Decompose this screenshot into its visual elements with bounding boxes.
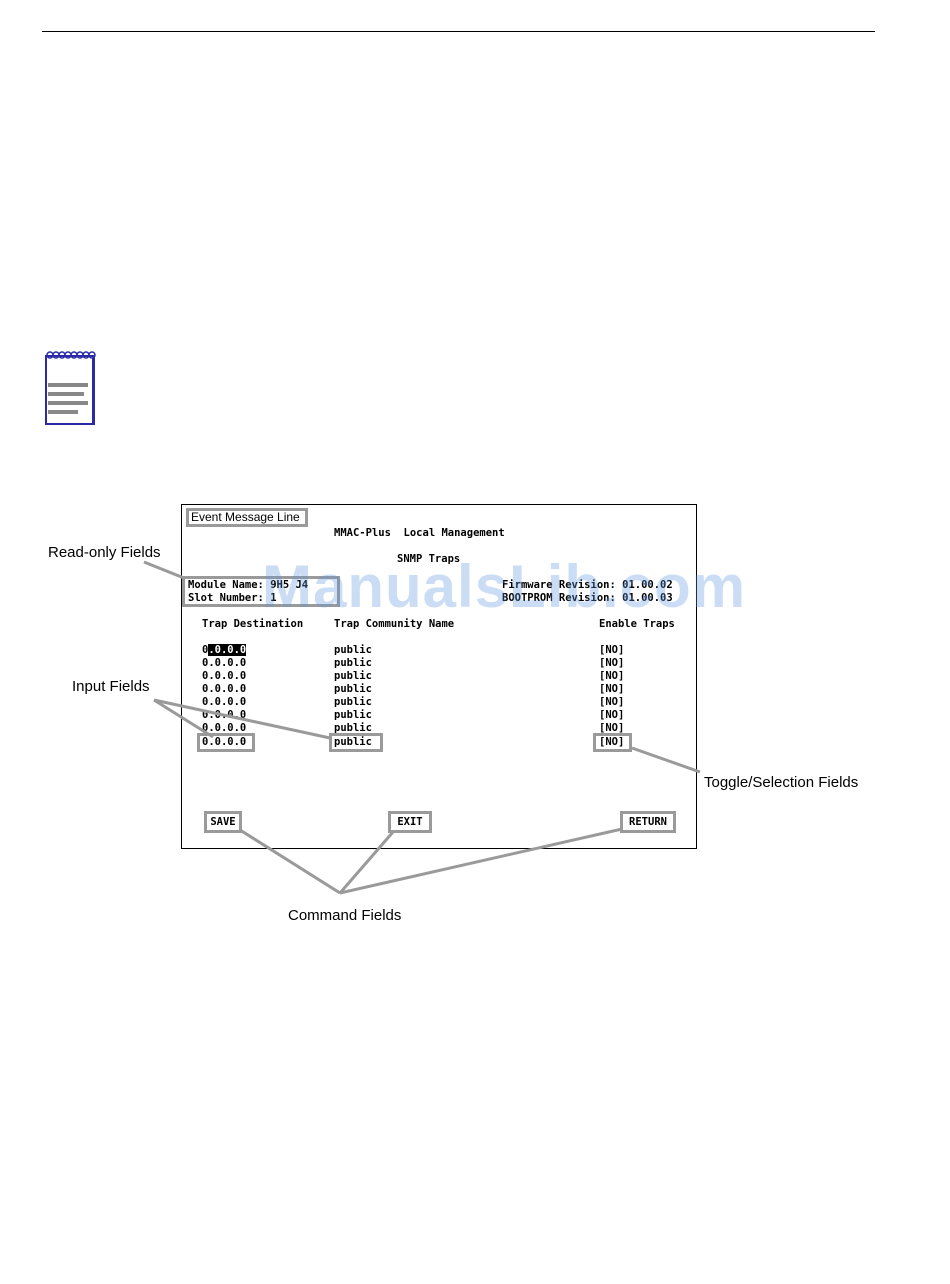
trap-community-input[interactable]: public [334,696,372,708]
col-header-enable-traps: Enable Traps [599,618,675,630]
trap-destination-input[interactable]: 0.0.0.0 [202,670,247,682]
enable-traps-toggle[interactable]: [NO] [599,709,625,721]
enable-traps-toggle[interactable]: [NO] [599,657,625,669]
firmware-label: Firmware Revision: [502,579,616,591]
trap-destination-input[interactable]: 0.0.0.0 [202,696,247,708]
trap-destination-input[interactable]: 0.0.0.0 [202,722,247,734]
col-header-trap-destination: Trap Destination [202,618,304,630]
trap-community-input[interactable]: public [334,736,372,748]
enable-traps-toggle[interactable]: [NO] [599,736,625,748]
callout-toggle-selection-fields: Toggle/Selection Fields [704,774,859,791]
trap-community-input[interactable]: public [334,722,372,734]
save-button[interactable]: SAVE [204,811,242,833]
input-field-highlight-box [197,733,255,752]
firmware-value: 01.00.02 [622,579,673,591]
slot-number-field: Slot Number: 1 [188,592,277,605]
trap-destination-input[interactable]: 0.0.0.0 [202,657,247,669]
module-name-value: 9H5 J4 [270,579,309,591]
enable-traps-toggle[interactable]: [NO] [599,644,625,656]
module-name-field: Module Name: 9H5 J4 [188,579,308,592]
enable-traps-toggle[interactable]: [NO] [599,696,625,708]
callout-input-fields: Input Fields [72,678,150,695]
bootprom-value: 01.00.03 [622,592,673,604]
callout-command-fields: Command Fields [288,907,402,924]
screen-title: MMAC-Plus Local Management [334,527,505,539]
bootprom-revision-field: BOOTPROM Revision: 01.00.03 [502,592,673,605]
firmware-revision-field: Firmware Revision: 01.00.02 [502,579,673,592]
slot-number-value: 1 [270,592,277,604]
trap-destination-input[interactable]: 0.0.0.0 [202,683,247,695]
module-name-label: Module Name: [188,579,264,591]
note-icon [45,351,96,425]
screen-subtitle: SNMP Traps [397,553,461,565]
slot-number-label: Slot Number: [188,592,264,604]
input-field-highlight-box [329,733,383,752]
event-message-line: Event Message Line [186,508,308,527]
trap-community-input[interactable]: public [334,683,372,695]
top-rule [42,31,875,32]
read-only-highlight-box [182,576,340,607]
bootprom-label: BOOTPROM Revision: [502,592,616,604]
toggle-field-highlight-box [593,733,632,752]
trap-community-input[interactable]: public [334,709,372,721]
enable-traps-toggle[interactable]: [NO] [599,670,625,682]
enable-traps-toggle[interactable]: [NO] [599,683,625,695]
trap-destination-first-char: 0 [202,644,209,656]
trap-community-input[interactable]: public [334,670,372,682]
cursor-selection: .0.0.0 [208,644,247,656]
local-management-screen [181,504,697,849]
enable-traps-toggle[interactable]: [NO] [599,722,625,734]
return-button[interactable]: RETURN [620,811,676,833]
trap-destination-input[interactable]: 0.0.0.0 [202,644,247,657]
trap-destination-input[interactable]: 0.0.0.0 [202,736,247,748]
trap-community-input[interactable]: public [334,657,372,669]
callout-read-only-fields: Read-only Fields [48,544,161,561]
exit-button[interactable]: EXIT [388,811,432,833]
trap-community-input[interactable]: public [334,644,372,656]
col-header-trap-community: Trap Community Name [334,618,455,630]
